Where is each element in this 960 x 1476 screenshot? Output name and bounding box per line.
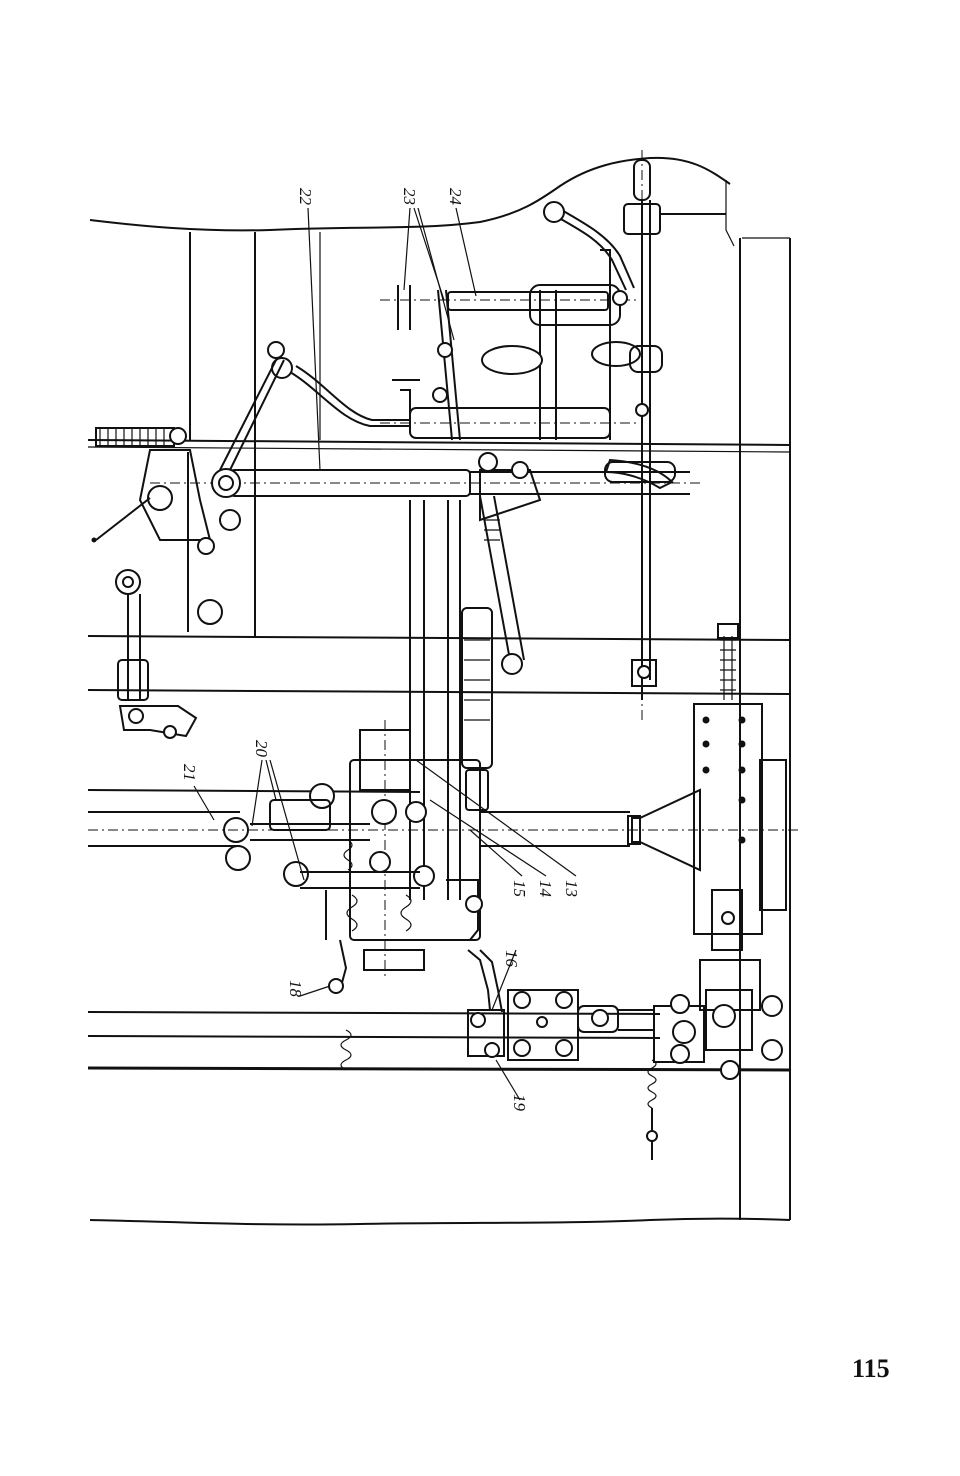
bottom-break-line (89, 1217, 791, 1226)
callout-24: 24 (446, 188, 465, 206)
curved-link-rod (219, 201, 635, 471)
callout-21: 21 (180, 764, 199, 781)
callout-13: 13 (562, 880, 581, 897)
lower-assembly (340, 949, 783, 1160)
right-bracket (693, 623, 787, 1011)
callout-22: 22 (296, 188, 315, 206)
shaft-22 (150, 461, 700, 498)
callout-18: 18 (286, 980, 305, 998)
callout-23: 23 (400, 188, 419, 205)
shaft-21 (88, 788, 800, 872)
frame-lines (87, 180, 791, 1220)
connecting-rods (409, 452, 542, 900)
callout-19: 19 (510, 1094, 529, 1112)
callout-20: 20 (252, 740, 271, 758)
top-break-line (89, 156, 731, 232)
leader-lines (193, 207, 577, 1101)
callout-16: 16 (502, 950, 521, 968)
page-number: 115 (852, 1354, 890, 1383)
callout-14: 14 (536, 880, 555, 898)
callout-labels: 22 23 24 20 21 15 14 13 16 18 19 (180, 188, 581, 1112)
left-upper-mechanism (91, 427, 241, 739)
callout-15: 15 (510, 880, 529, 897)
right-vertical-rod (604, 150, 726, 720)
central-mechanism (223, 720, 483, 994)
upper-lever-assembly (380, 249, 663, 441)
